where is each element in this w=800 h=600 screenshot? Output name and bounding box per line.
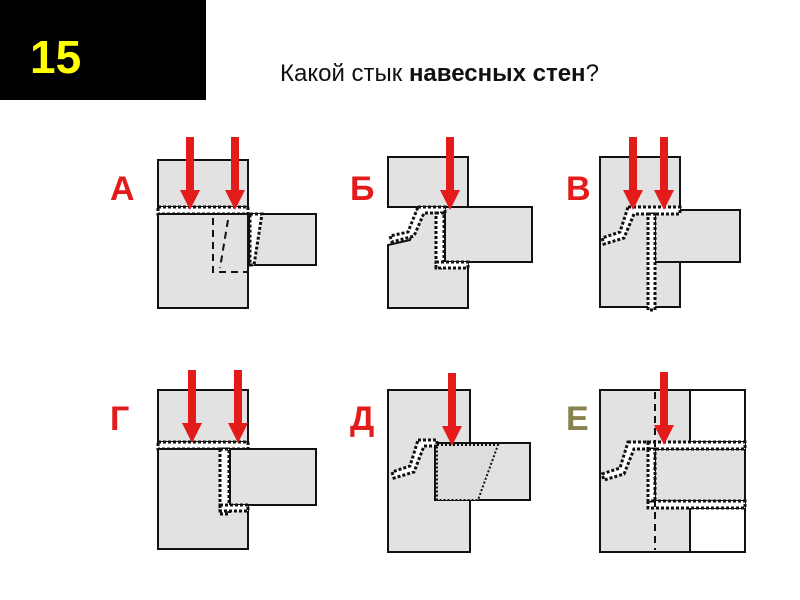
- slide-number-box: 15: [0, 0, 206, 100]
- option-label-d: Д: [350, 400, 375, 438]
- load-arrow-icon: [225, 137, 245, 210]
- load-arrow-icon: [440, 137, 460, 210]
- load-arrow-icon: [654, 372, 674, 445]
- option-label-a: А: [110, 170, 135, 208]
- slide-number: 15: [30, 31, 82, 83]
- option-label-g: Г: [110, 400, 130, 438]
- load-arrow-icon: [182, 370, 202, 443]
- load-arrow-icon: [654, 137, 674, 210]
- diagram-d[interactable]: [387, 373, 531, 553]
- diagram-b[interactable]: [387, 137, 533, 309]
- option-label-b: Б: [350, 170, 375, 208]
- load-arrow-icon: [228, 370, 248, 443]
- diagram-v[interactable]: [599, 137, 741, 312]
- title-question-mark: ?: [585, 60, 599, 87]
- option-label-v: В: [566, 170, 591, 208]
- diagram-g[interactable]: [156, 370, 317, 550]
- title-text: Какой стык: [280, 60, 409, 87]
- option-label-e: Е: [566, 400, 589, 438]
- load-arrow-icon: [180, 137, 200, 210]
- title-bold-text: навесных стен: [408, 60, 586, 87]
- load-arrow-icon: [442, 373, 462, 446]
- question-title: Какой стык навесных стен?: [280, 60, 599, 88]
- diagram-e[interactable]: [599, 372, 747, 553]
- load-arrow-icon: [623, 137, 643, 210]
- diagram-a[interactable]: [156, 137, 317, 309]
